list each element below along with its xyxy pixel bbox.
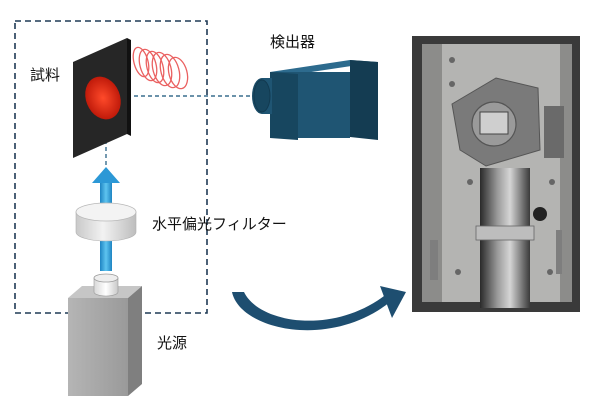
detector: [252, 60, 378, 140]
label-sample: 試料: [30, 66, 61, 84]
fluorescence-spiral: [132, 46, 189, 90]
curved-arrow: [232, 286, 406, 331]
label-detector: 検出器: [270, 33, 316, 51]
label-polarizing-filter: 水平偏光フィルター: [152, 215, 287, 233]
polarizing-filter: [75, 202, 137, 242]
label-light-source: 光源: [157, 334, 188, 352]
light-source: [68, 273, 142, 396]
beam-arrow: [92, 167, 120, 271]
source-lens: [93, 277, 119, 297]
sample-spot: [85, 76, 121, 120]
sample-plate: [73, 38, 131, 158]
instrument-photo: [412, 36, 580, 312]
